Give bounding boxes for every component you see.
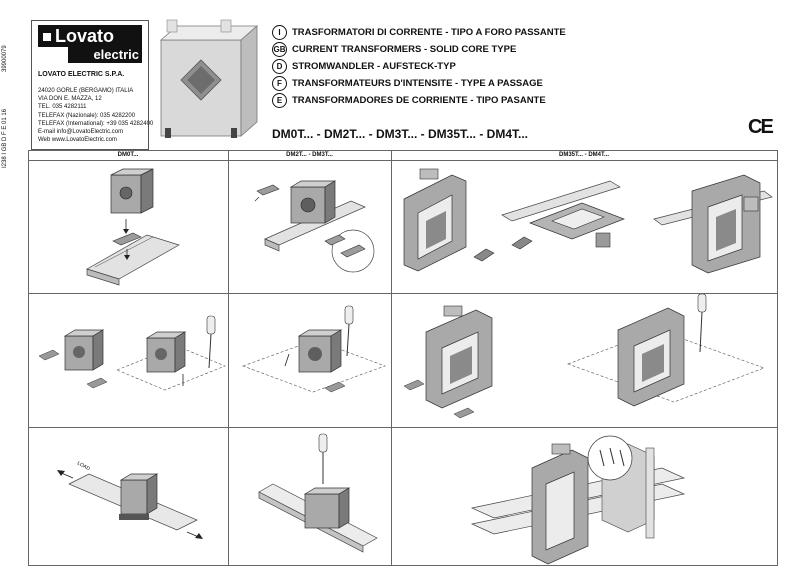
grid-line (28, 150, 778, 151)
column-header-dm2t-dm3t: DM2T... - DM3T... (286, 152, 333, 158)
logo-square-icon (43, 33, 51, 42)
grid-line (228, 150, 229, 566)
title-text: STROMWANDLER - AUFSTECK-TYP (292, 61, 456, 72)
lang-badge: I (272, 25, 287, 40)
ce-mark: CE (748, 116, 774, 138)
load-label: LOAD (76, 460, 91, 472)
title-row-es: E TRANSFORMADORES DE CORRIENTE - TIPO PAS… (272, 92, 566, 109)
lang-badge: F (272, 76, 287, 91)
figure-dm35t-screw-mount (392, 294, 777, 427)
figure-dm2t-screw-mount (229, 294, 391, 427)
brand-logo-sub: electric (68, 47, 142, 63)
doc-code: 39900079 (2, 45, 8, 72)
title-text: CURRENT TRANSFORMERS - SOLID CORE TYPE (292, 44, 517, 55)
address-line: Web www.LovatoElectric.com (38, 137, 117, 144)
grid-line (777, 150, 778, 566)
address-line: VIA DON E. MAZZA, 12 (38, 96, 102, 103)
title-text: TRANSFORMADORES DE CORRIENTE - TIPO PASA… (292, 95, 546, 106)
address-line: TELEFAX (International): +39 035 4282400 (38, 120, 154, 127)
title-row-de: D STROMWANDLER - AUFSTECK-TYP (272, 58, 566, 75)
company-info-box: Lovato electric LOVATO ELECTRIC S.P.A. 2… (31, 20, 153, 150)
product-photo (159, 19, 259, 138)
figure-dm35t-busbar (392, 428, 777, 565)
figure-dm2t-busbar (229, 428, 391, 565)
figure-dm0t-screw-mount (29, 294, 228, 427)
doc-revision: I238 I GB D F E 01 16 (2, 108, 8, 168)
title-row-it: I TRASFORMATORI DI CORRENTE - TIPO A FORO… (272, 24, 566, 41)
lang-badge: E (272, 93, 287, 108)
side-codes: 39900079 I238 I GB D F E 01 16 (2, 20, 14, 168)
company-address: 24020 GORLE (BERGAMO) ITALIA VIA DON E. … (38, 87, 153, 144)
column-header-dm0t: DM0T... (117, 152, 139, 158)
title-text: TRASFORMATORI DI CORRENTE - TIPO A FORO … (292, 27, 566, 38)
figure-dm0t-cable-pass: LOAD (29, 428, 228, 565)
model-list: DM0T... - DM2T... - DM3T... - DM35T... -… (272, 127, 529, 141)
grid-line (28, 160, 778, 161)
address-line: E-mail info@LovatoElectric.com (38, 129, 124, 136)
column-header-dm35t-dm4t: DM35T... - DM4T... (558, 152, 609, 158)
title-text: TRANSFORMATEURS D'INTENSITE - TYPE A PAS… (292, 78, 543, 89)
lang-badge: GB (272, 42, 287, 57)
address-line: 24020 GORLE (BERGAMO) ITALIA (38, 88, 134, 94)
title-row-gb: GB CURRENT TRANSFORMERS - SOLID CORE TYPE (272, 41, 566, 58)
title-row-fr: F TRANSFORMATEURS D'INTENSITE - TYPE A PA… (272, 75, 566, 92)
figure-dm2t-din-rail (229, 161, 391, 293)
grid-line (28, 427, 778, 428)
figure-dm0t-din-rail (29, 161, 228, 293)
company-name: LOVATO ELECTRIC S.P.A. (38, 71, 125, 78)
address-line: TEL. 035 4282111 (38, 104, 87, 111)
grid-line (28, 293, 778, 294)
address-line: TELEFAX (Nazionale): 035 4282200 (38, 112, 136, 119)
title-list: I TRASFORMATORI DI CORRENTE - TIPO A FORO… (272, 24, 566, 109)
grid-line (28, 565, 778, 566)
figure-dm35t-din-rail (392, 161, 777, 293)
brand-logo: Lovato (38, 25, 142, 47)
grid-line (391, 150, 392, 566)
lang-badge: D (272, 59, 287, 74)
grid-line (28, 150, 29, 566)
instruction-grid: DM0T... DM2T... - DM3T... DM35T... - DM4… (28, 150, 778, 566)
